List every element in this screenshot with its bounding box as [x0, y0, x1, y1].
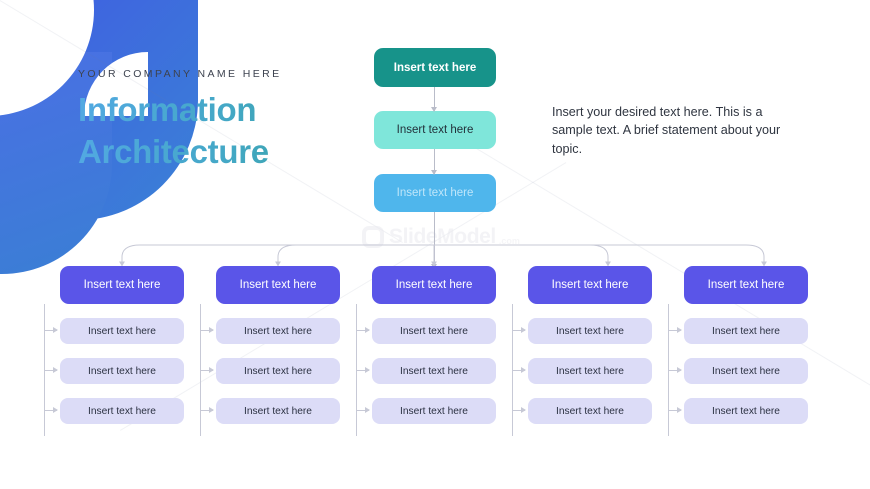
list-item[interactable]: Insert text here	[216, 358, 340, 384]
list-item[interactable]: Insert text here	[60, 398, 184, 424]
column-5-header-label: Insert text here	[707, 279, 785, 291]
connector-node1-to-node2	[431, 87, 437, 112]
list-item[interactable]: Insert text here	[216, 398, 340, 424]
arrow-down-icon	[431, 107, 437, 112]
column-3-header-label: Insert text here	[395, 279, 473, 291]
column-1-header[interactable]: Insert text here	[60, 266, 184, 304]
column-4-item-1-label: Insert text here	[556, 325, 624, 337]
column-3: Insert text here Insert text here Insert…	[356, 266, 496, 436]
column-5-item-3-label: Insert text here	[712, 405, 780, 417]
column-1-arrow-1	[44, 327, 58, 333]
slidemodel-logo-icon	[362, 226, 384, 248]
column-3-item-2-label: Insert text here	[400, 365, 468, 377]
column-3-item-1-label: Insert text here	[400, 325, 468, 337]
page-title-line-1: Information	[78, 91, 257, 128]
list-item[interactable]: Insert text here	[684, 398, 808, 424]
column-2-arrow-1	[200, 327, 214, 333]
list-item[interactable]: Insert text here	[216, 318, 340, 344]
page-title-line-2: Architecture	[78, 133, 269, 171]
column-5-header[interactable]: Insert text here	[684, 266, 808, 304]
connector-node3-to-branch	[431, 212, 437, 269]
watermark-brand: SlideModel	[389, 225, 496, 248]
column-1-arrow-3	[44, 407, 58, 413]
column-4-arrow-3	[512, 407, 526, 413]
chain-node-1-label: Insert text here	[393, 61, 477, 74]
watermark-suffix: .com	[498, 236, 520, 246]
column-3-header[interactable]: Insert text here	[372, 266, 496, 304]
company-name: YOUR COMPANY NAME HERE	[78, 68, 282, 80]
list-item[interactable]: Insert text here	[372, 398, 496, 424]
column-5-item-1-label: Insert text here	[712, 325, 780, 337]
column-3-item-3-label: Insert text here	[400, 405, 468, 417]
column-5-arrow-2	[668, 367, 682, 373]
list-item[interactable]: Insert text here	[684, 358, 808, 384]
scan-hairline	[120, 162, 567, 431]
column-4: Insert text here Insert text here Insert…	[512, 266, 652, 436]
column-4-item-3-label: Insert text here	[556, 405, 624, 417]
chain-node-2-label: Insert text here	[396, 124, 474, 136]
description-text: Insert your desired text here. This is a…	[552, 105, 781, 156]
column-1: Insert text here Insert text here Insert…	[44, 266, 184, 436]
column-1-item-2-label: Insert text here	[88, 365, 156, 377]
arrow-down-icon	[431, 170, 437, 175]
branch-connector-tree	[119, 244, 767, 267]
slidemodel-watermark: SlideModel .com	[362, 225, 520, 249]
column-5: Insert text here Insert text here Insert…	[668, 266, 808, 436]
page-title: Information Architecture	[78, 89, 408, 173]
column-1-item-1-label: Insert text here	[88, 325, 156, 337]
list-item[interactable]: Insert text here	[528, 358, 652, 384]
list-item[interactable]: Insert text here	[60, 358, 184, 384]
column-2-item-2-label: Insert text here	[244, 365, 312, 377]
column-2-arrow-2	[200, 367, 214, 373]
column-4-header[interactable]: Insert text here	[528, 266, 652, 304]
chain-node-1[interactable]: Insert text here	[374, 48, 496, 87]
chain-node-2[interactable]: Insert text here	[374, 111, 496, 149]
list-item[interactable]: Insert text here	[528, 318, 652, 344]
list-item[interactable]: Insert text here	[372, 318, 496, 344]
column-3-arrow-3	[356, 407, 370, 413]
column-3-arrow-2	[356, 367, 370, 373]
column-4-arrow-2	[512, 367, 526, 373]
list-item[interactable]: Insert text here	[372, 358, 496, 384]
column-1-header-label: Insert text here	[83, 279, 161, 291]
column-4-header-label: Insert text here	[551, 279, 629, 291]
connector-node2-to-node3	[431, 149, 437, 175]
column-2: Insert text here Insert text here Insert…	[200, 266, 340, 436]
column-2-item-3-label: Insert text here	[244, 405, 312, 417]
column-5-item-2-label: Insert text here	[712, 365, 780, 377]
column-2-arrow-3	[200, 407, 214, 413]
chain-node-3-label: Insert text here	[396, 187, 474, 199]
list-item[interactable]: Insert text here	[528, 398, 652, 424]
column-1-item-3-label: Insert text here	[88, 405, 156, 417]
column-4-arrow-1	[512, 327, 526, 333]
column-2-header-label: Insert text here	[239, 279, 317, 291]
column-5-arrow-3	[668, 407, 682, 413]
column-2-item-1-label: Insert text here	[244, 325, 312, 337]
title-block: YOUR COMPANY NAME HERE Information Archi…	[78, 68, 408, 173]
column-5-arrow-1	[668, 327, 682, 333]
list-item[interactable]: Insert text here	[60, 318, 184, 344]
chain-node-3[interactable]: Insert text here	[374, 174, 496, 212]
column-1-arrow-2	[44, 367, 58, 373]
column-4-item-2-label: Insert text here	[556, 365, 624, 377]
list-item[interactable]: Insert text here	[684, 318, 808, 344]
column-3-arrow-1	[356, 327, 370, 333]
column-2-header[interactable]: Insert text here	[216, 266, 340, 304]
